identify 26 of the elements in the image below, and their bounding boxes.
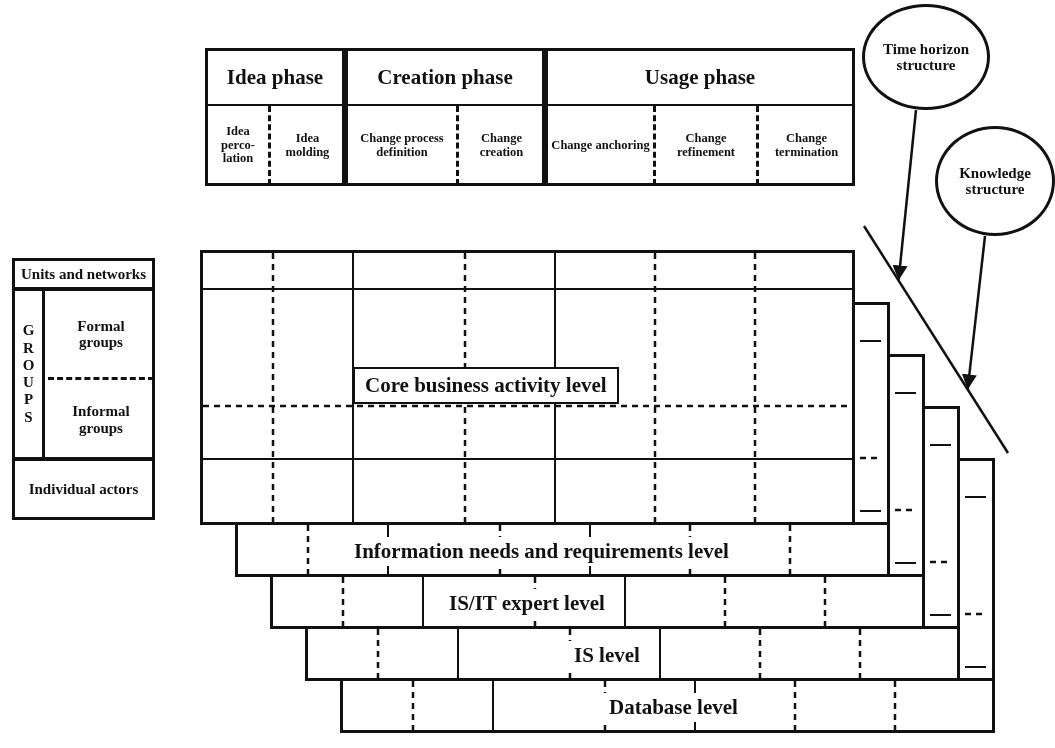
table-row-label: Individual actors	[12, 458, 155, 520]
subphase-label: Change termination	[756, 106, 854, 185]
phase-column	[205, 48, 345, 186]
level-plane	[305, 626, 960, 681]
phase-heading: Usage phase	[548, 51, 852, 106]
table-row-label: Formal groups	[48, 291, 154, 377]
arrow	[961, 235, 987, 390]
boundary-line	[862, 225, 1010, 454]
level-plane	[235, 522, 890, 577]
level-plane	[270, 574, 925, 629]
subphase-label: Change anchoring	[548, 106, 653, 185]
level-plane	[340, 678, 995, 733]
structure-bubble: Knowledge structure	[935, 126, 1055, 236]
subphase-label: Change refinement	[653, 106, 756, 185]
phase-column	[545, 48, 855, 186]
arrow	[892, 109, 918, 281]
subphase-label: Idea perco- lation	[208, 106, 268, 185]
group-section	[12, 288, 155, 460]
phase-heading: Idea phase	[208, 51, 342, 106]
phase-heading: Creation phase	[348, 51, 542, 106]
structure-bubble: Time horizon structure	[862, 4, 990, 110]
level-plane	[200, 250, 855, 525]
phase-column	[345, 48, 545, 186]
table-row-label: Units and networks	[12, 258, 155, 290]
level-label: Core business activity level	[353, 367, 619, 404]
subphase-label: Change process definition	[348, 106, 456, 185]
